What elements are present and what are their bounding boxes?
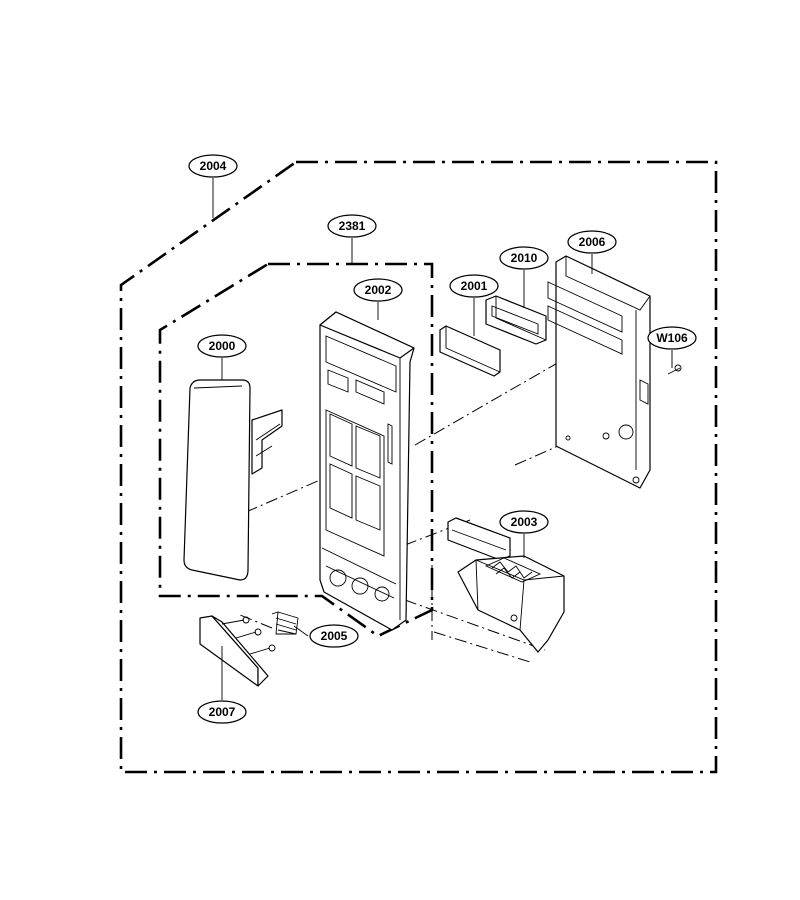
callout-2004: 2004: [188, 154, 238, 178]
callout-2001: 2001: [449, 274, 499, 298]
svg-text:2002: 2002: [365, 283, 392, 297]
part-2006-pcb: [547, 255, 651, 489]
svg-text:2006: 2006: [579, 235, 606, 249]
callout-leaders: [212, 178, 673, 700]
part-2010-holder: [485, 295, 547, 345]
part-2000-keypad: [183, 379, 283, 581]
callout-2002: 2002: [353, 278, 403, 302]
callout-2006: 2006: [567, 230, 617, 254]
svg-text:2001: 2001: [461, 279, 488, 293]
svg-text:2007: 2007: [209, 705, 236, 719]
svg-text:2000: 2000: [209, 339, 236, 353]
assembly-2381-boundary: [158, 262, 434, 638]
part-2002-control-panel: [319, 311, 415, 631]
callout-2000: 2000: [197, 334, 247, 358]
callout-2007: 2007: [197, 700, 247, 724]
svg-text:2004: 2004: [200, 159, 227, 173]
callout-2010: 2010: [499, 246, 549, 270]
part-w106-screw: [667, 364, 682, 375]
svg-text:W106: W106: [656, 331, 688, 345]
part-2001-window: [439, 325, 501, 377]
svg-text:2010: 2010: [511, 251, 538, 265]
assembly-2004-boundary: [119, 160, 718, 774]
callout-2005: 2005: [309, 624, 359, 648]
callout-2381: 2381: [327, 214, 377, 238]
part-2005-spring: [271, 611, 299, 635]
callout-w106: W106: [647, 326, 697, 350]
svg-text:2381: 2381: [339, 219, 366, 233]
part-2003-latch: [447, 517, 565, 653]
part-2007-button: [199, 615, 276, 687]
svg-text:2005: 2005: [321, 629, 348, 643]
callout-2003: 2003: [499, 510, 549, 534]
svg-text:2003: 2003: [511, 515, 538, 529]
